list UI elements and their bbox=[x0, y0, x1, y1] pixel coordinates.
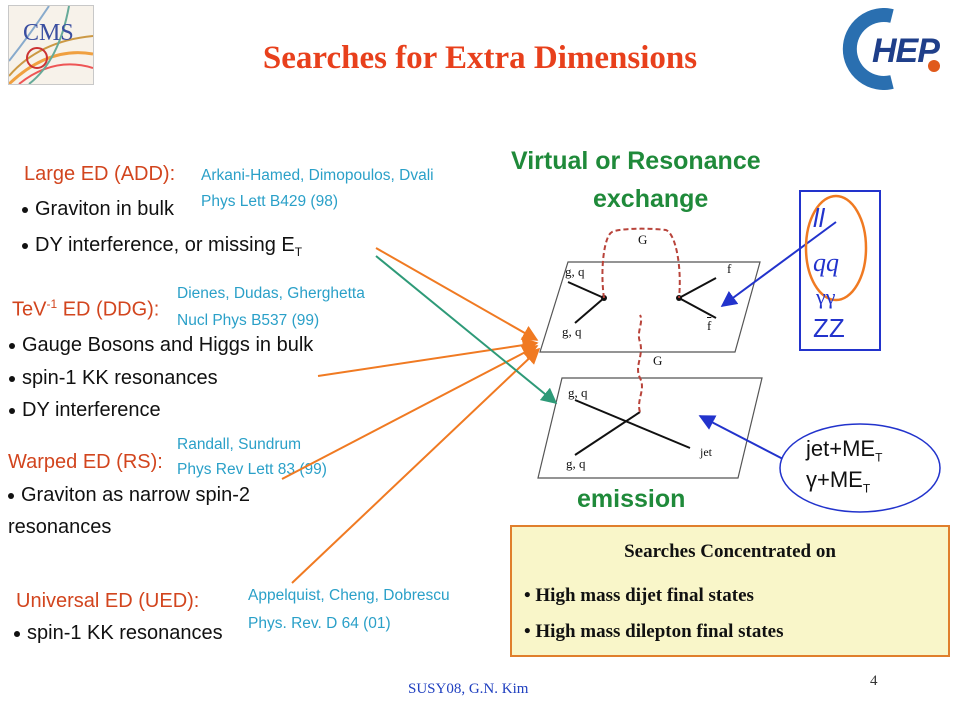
hep-logo-text: HEP bbox=[872, 32, 940, 70]
diagram-label-gq-bot: g, q bbox=[568, 385, 588, 400]
ddg-ref-journal: Nucl Phys B537 (99) bbox=[177, 312, 320, 329]
arrow-rs-to-exchange bbox=[281, 345, 539, 480]
cms-logo-graphic bbox=[9, 6, 93, 84]
virtual-resonance-label: Virtual or Resonance bbox=[511, 147, 761, 175]
summary-item-dilepton: • High mass dilepton final states bbox=[524, 621, 784, 642]
hep-logo: HEP bbox=[842, 8, 950, 90]
hep-logo-graphic bbox=[842, 8, 940, 90]
arrow-ddg-to-exchange bbox=[317, 337, 539, 377]
ued-bullet-1: spin-1 KK resonances bbox=[14, 622, 223, 645]
diagram-label-G-top: G bbox=[638, 232, 648, 247]
searches-summary-box: Searches Concentrated on • High mass dij… bbox=[510, 525, 950, 657]
ddg-bullet-3: DY interference bbox=[9, 399, 161, 422]
graviton-emission bbox=[637, 314, 643, 413]
emission-jet-met: jet+MET bbox=[806, 436, 883, 465]
final-state-gg: γγ bbox=[816, 284, 836, 309]
arrow-met-to-jet bbox=[698, 415, 784, 460]
add-bullet-2: DY interference, or missing ET bbox=[22, 234, 302, 259]
add-bullet-1: Graviton in bulk bbox=[22, 198, 174, 221]
diagram-label-G-bottom: G bbox=[653, 353, 663, 368]
emission-label: emission bbox=[577, 485, 686, 513]
diagram-label-f: f bbox=[727, 261, 732, 276]
diagram-label-gqbar-bot: g, q bbox=[566, 456, 586, 471]
diagram-label-fbar: f bbox=[707, 318, 712, 333]
rs-bullet-1: Graviton as narrow spin-2 bbox=[8, 484, 250, 507]
page-number: 4 bbox=[870, 673, 878, 689]
ddg-bullet-1: Gauge Bosons and Higgs in bulk bbox=[9, 334, 313, 357]
arrow-ued-to-exchange bbox=[291, 347, 541, 584]
summary-item-dijet: • High mass dijet final states bbox=[524, 585, 754, 606]
rs-bullet-1-cont: resonances bbox=[8, 516, 112, 538]
diagram-label-gq-top: g, q bbox=[565, 264, 585, 279]
arrow-add-to-exchange bbox=[375, 247, 539, 341]
ued-ref-authors: Appelquist, Cheng, Dobrescu bbox=[248, 587, 450, 604]
ddg-ref-authors: Dienes, Dudas, Gherghetta bbox=[177, 285, 365, 302]
cms-logo-text: CMS bbox=[23, 20, 74, 46]
cms-logo: CMS bbox=[8, 5, 94, 85]
bullet-dot bbox=[14, 630, 20, 637]
rs-heading: Warped ED (RS): bbox=[8, 451, 163, 473]
arrow-add-to-emission bbox=[375, 255, 558, 405]
emission-photon-met: γ+MET bbox=[806, 467, 871, 496]
bullet-dot bbox=[9, 407, 15, 414]
exchange-label: exchange bbox=[593, 185, 709, 213]
bullet-dot bbox=[22, 206, 28, 213]
ued-heading: Universal ED (UED): bbox=[16, 590, 200, 612]
diagram-label-gqbar-top: g, q bbox=[562, 324, 582, 339]
ued-ref-journal: Phys. Rev. D 64 (01) bbox=[248, 615, 391, 632]
final-state-ll: ll bbox=[813, 203, 825, 233]
bullet-dot bbox=[22, 242, 28, 249]
final-state-qq: qq bbox=[813, 248, 839, 277]
ddg-bullet-2: spin-1 KK resonances bbox=[9, 367, 218, 390]
page-title: Searches for Extra Dimensions bbox=[262, 40, 698, 76]
rs-ref-authors: Randall, Sundrum bbox=[177, 436, 302, 453]
rs-ref-journal: Phys Rev Lett 83 (99) bbox=[177, 461, 327, 478]
final-state-zz: ZZ bbox=[813, 313, 845, 343]
summary-heading: Searches Concentrated on bbox=[624, 541, 836, 562]
bullet-dot bbox=[8, 492, 14, 499]
add-ref-journal: Phys Lett B429 (98) bbox=[201, 193, 338, 210]
add-ref-authors: Arkani-Hamed, Dimopoulos, Dvali bbox=[201, 167, 434, 184]
footer-credit: SUSY08, G.N. Kim bbox=[408, 681, 529, 697]
ddg-heading: TeV-1 ED (DDG): bbox=[12, 297, 160, 321]
bullet-dot bbox=[9, 375, 15, 382]
bullet-dot bbox=[9, 342, 15, 349]
diagram-label-jet: jet bbox=[700, 445, 712, 459]
add-heading: Large ED (ADD): bbox=[24, 163, 176, 185]
